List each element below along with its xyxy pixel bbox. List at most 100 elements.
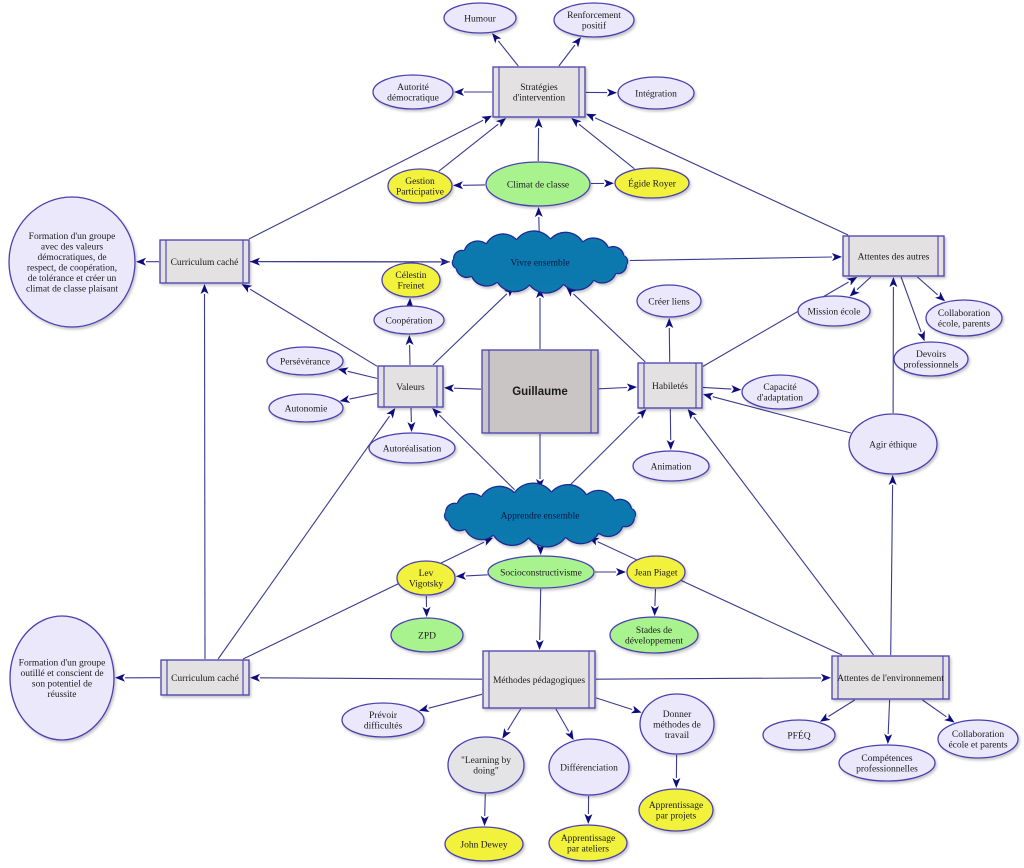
- node-label: Climat de classe: [507, 180, 569, 190]
- edge-habiletes-to-capacite: [702, 385, 742, 394]
- arrowhead-icon: [571, 118, 582, 128]
- node-label-line: Participative: [396, 188, 444, 198]
- node-shape: [548, 738, 630, 796]
- node-label-line: démocratique: [387, 94, 439, 104]
- node-label-line: Différenciation: [560, 762, 618, 773]
- arrowhead-icon: [534, 207, 543, 218]
- node-label: Habiletés: [652, 382, 688, 392]
- node-label-line: Apprendre ensemble: [501, 511, 580, 521]
- edge-attentes_autres-to-strategies: [586, 113, 849, 236]
- edges-layer: [115, 33, 955, 826]
- node-pfeq: PFÉQ: [762, 719, 836, 751]
- arrowhead-icon: [672, 778, 681, 788]
- edge-valeurs-to-autonomie: [339, 392, 378, 403]
- arrowhead-icon: [616, 568, 626, 576]
- node-label: Attentes de l'environnement: [837, 674, 944, 684]
- arrowhead-icon: [339, 395, 351, 403]
- node-label: Différenciation: [560, 762, 618, 773]
- node-label: Agir éthique: [869, 440, 917, 450]
- node-habiletes: Habiletés: [637, 362, 703, 409]
- node-shape: [9, 615, 115, 741]
- arrowhead-icon: [849, 286, 860, 297]
- node-zpd: ZPD: [390, 617, 464, 653]
- node-shape: [443, 2, 517, 34]
- node-apprendre: Apprendre ensemble: [443, 482, 637, 548]
- node-label-line: Jean Piaget: [634, 568, 677, 578]
- edge-climat-to-gestion: [453, 181, 486, 190]
- edge-curriculum1-to-strategies: [248, 115, 492, 240]
- node-socio: Socioconstructivisme: [487, 555, 595, 589]
- node-label-line: PFÉQ: [787, 729, 810, 741]
- node-label: Égide Royer: [628, 177, 677, 189]
- node-vivre: Vivre ensemble: [451, 230, 629, 294]
- edge-strategies-to-autorite: [454, 88, 492, 96]
- node-label-line: respect, de coopération,: [27, 264, 117, 274]
- node-shape: [614, 167, 690, 199]
- node-label-line: Stades de: [636, 626, 672, 636]
- edge-line: [595, 697, 633, 711]
- node-shape: [481, 349, 599, 434]
- cloud-core: [453, 239, 627, 285]
- node-attentes_env: Attentes de l'environnement: [831, 655, 950, 700]
- node-label-line: Gestion: [405, 177, 435, 187]
- node-valeurs: Valeurs: [377, 365, 444, 408]
- edge-line: [453, 387, 482, 390]
- node-curriculum1: Curriculum caché: [159, 239, 250, 284]
- node-shape: [831, 655, 950, 700]
- node-shape: [609, 616, 699, 654]
- edge-line: [598, 386, 628, 390]
- edge-line: [900, 276, 922, 333]
- node-shape: [372, 74, 454, 110]
- node-perseverance: Persévérance: [266, 346, 344, 376]
- edge-attentes_env-to-pfeq: [820, 699, 855, 722]
- edge-methodes-to-attentes_env: [595, 673, 831, 682]
- node-label-line: Célestin: [395, 271, 426, 281]
- node-label: Jean Piaget: [634, 568, 677, 578]
- arrowhead-icon: [481, 115, 492, 124]
- arrowhead-icon: [200, 284, 209, 294]
- node-label-line: Prévoir: [369, 711, 398, 721]
- edge-guillaume-to-vivre: [536, 288, 544, 349]
- edge-line: [539, 588, 542, 641]
- edge-line: [917, 276, 938, 296]
- arrowhead-icon: [703, 392, 714, 401]
- edge-climat-to-strategies: [534, 118, 543, 162]
- edge-apprendre-to-habiletes: [564, 409, 647, 491]
- node-label: Autoréalisation: [383, 444, 442, 454]
- arrowhead-icon: [502, 728, 511, 739]
- node-label: Valeurs: [396, 383, 425, 393]
- node-label-line: "Learning by: [461, 756, 511, 766]
- node-shape: [341, 702, 425, 738]
- edge-line: [702, 386, 732, 390]
- arrowhead-icon: [944, 713, 955, 723]
- node-label-line: Vivre ensemble: [510, 258, 569, 268]
- arrowhead-icon: [626, 383, 637, 392]
- arrowhead-icon: [418, 704, 430, 712]
- edge-line: [573, 293, 646, 363]
- edge-attentes_env-to-habiletes: [687, 409, 874, 656]
- edge-line: [438, 414, 516, 491]
- arrowhead-icon: [571, 37, 581, 48]
- node-shape: [838, 744, 936, 782]
- node-label-line: Lev: [419, 569, 434, 579]
- edge-piaget-to-stades: [650, 588, 659, 616]
- arrowhead-icon: [820, 713, 831, 722]
- node-label-line: doing": [473, 767, 499, 777]
- edge-curriculum2-to-valeurs: [217, 408, 396, 660]
- node-shape: [548, 824, 628, 862]
- arrowhead-icon: [536, 544, 545, 555]
- node-shape: [632, 450, 710, 482]
- node-shape: [741, 374, 819, 410]
- arrowhead-icon: [432, 408, 443, 418]
- node-piaget: Jean Piaget: [626, 555, 686, 589]
